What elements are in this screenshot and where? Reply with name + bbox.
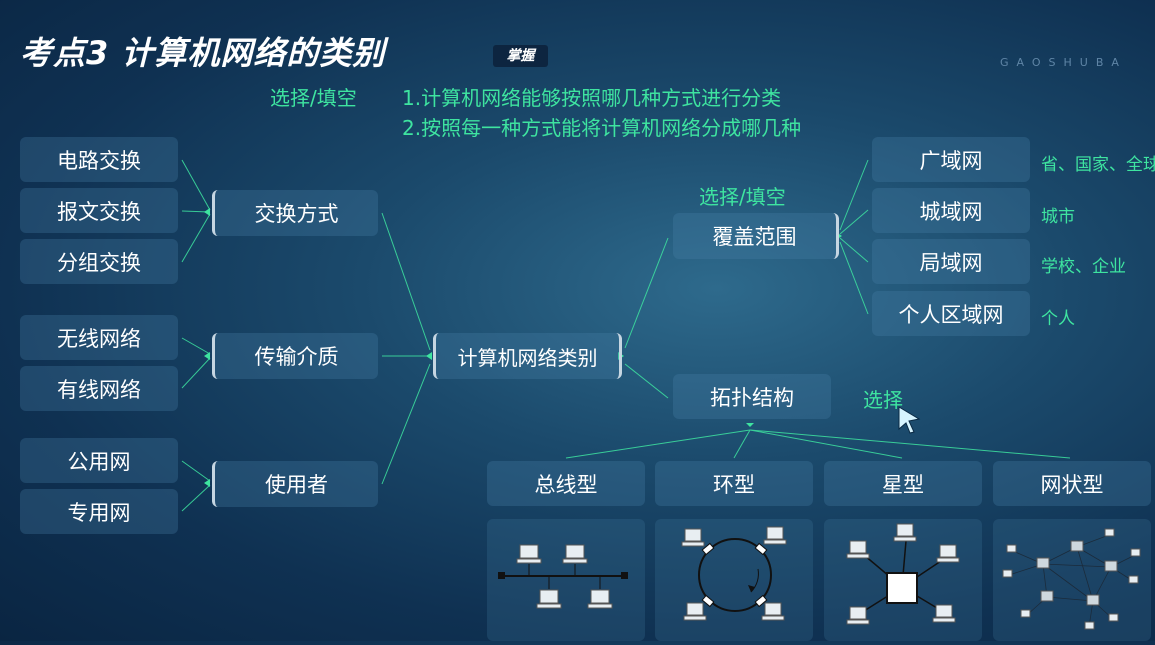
leaf-message-switching: 报文交换	[20, 188, 178, 233]
topology-note: 选择	[863, 388, 903, 412]
category-topology: 拓扑结构	[673, 374, 831, 419]
area-lan: 局域网	[872, 239, 1030, 284]
area-wan: 广域网	[872, 137, 1030, 182]
area-man-desc: 城市	[1041, 207, 1075, 227]
topology-star: 星型	[824, 461, 982, 506]
ring-topology-diagram	[655, 519, 813, 641]
topology-mesh: 网状型	[993, 461, 1151, 506]
category-user: 使用者	[212, 461, 378, 507]
center-network-category: 计算机网络类别	[433, 333, 622, 379]
leaf-public-network: 公用网	[20, 438, 178, 483]
mastery-tag: 掌握	[493, 45, 548, 67]
category-transmission-medium: 传输介质	[212, 333, 378, 379]
area-wan-desc: 省、国家、全球	[1041, 155, 1155, 175]
question-2: 2.按照每一种方式能将计算机网络分成哪几种	[402, 116, 802, 140]
area-lan-desc: 学校、企业	[1041, 257, 1126, 277]
question-type-label: 选择/填空	[270, 86, 357, 110]
category-coverage: 覆盖范围	[673, 213, 839, 259]
leaf-wired-network: 有线网络	[20, 366, 178, 411]
topology-bus: 总线型	[487, 461, 645, 506]
topology-ring: 环型	[655, 461, 813, 506]
brand-watermark: GAOSHUBA	[1000, 56, 1127, 69]
leaf-circuit-switching: 电路交换	[20, 137, 178, 182]
question-1: 1.计算机网络能够按照哪几种方式进行分类	[402, 86, 782, 110]
cursor-icon	[898, 406, 921, 434]
leaf-wireless-network: 无线网络	[20, 315, 178, 360]
star-topology-diagram	[824, 519, 982, 641]
area-pan-desc: 个人	[1041, 309, 1075, 329]
bus-topology-diagram	[487, 519, 645, 641]
page-title: 考点3 计算机网络的类别	[20, 34, 386, 72]
area-pan: 个人区域网	[872, 291, 1030, 336]
mesh-topology-diagram	[993, 519, 1151, 641]
leaf-packet-switching: 分组交换	[20, 239, 178, 284]
coverage-note: 选择/填空	[699, 185, 786, 209]
leaf-private-network: 专用网	[20, 489, 178, 534]
area-man: 城域网	[872, 188, 1030, 233]
category-exchange-method: 交换方式	[212, 190, 378, 236]
